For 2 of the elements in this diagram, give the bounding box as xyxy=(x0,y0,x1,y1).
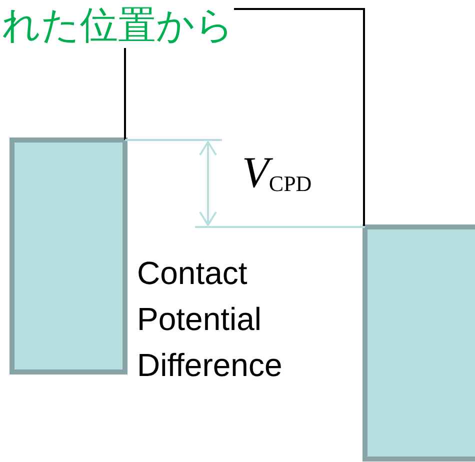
description-text: Contact Potential Difference xyxy=(137,254,284,385)
voltage-symbol: V$_{CPD}$ xyxy=(242,148,312,199)
